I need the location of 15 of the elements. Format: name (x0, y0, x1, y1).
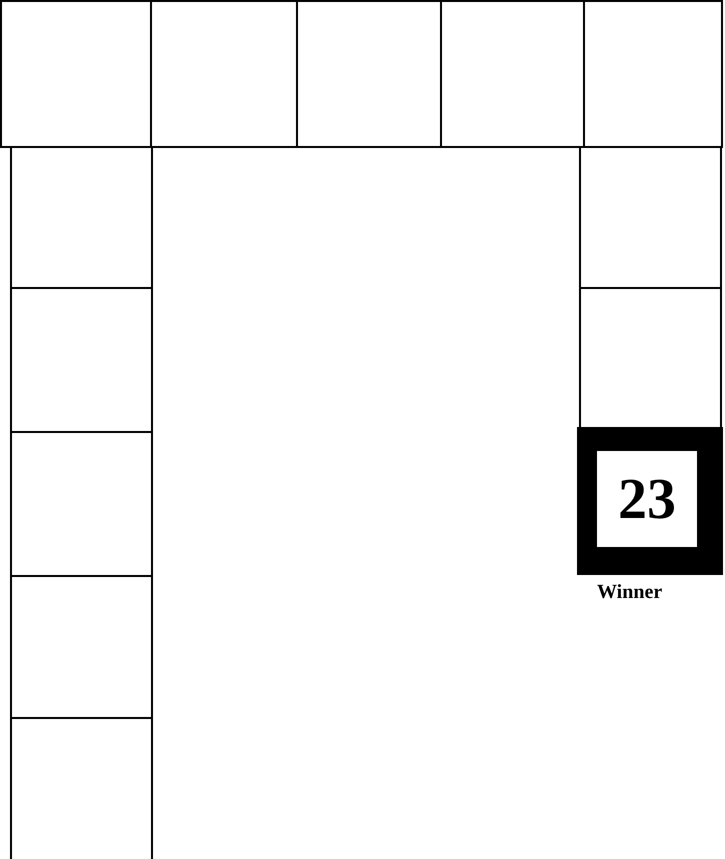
board-space (583, 0, 723, 148)
board-space (10, 431, 153, 577)
space-number: 23 (597, 451, 697, 547)
board-space (10, 287, 153, 433)
board-space (0, 0, 152, 148)
board-space (579, 146, 722, 289)
board-space (10, 575, 153, 719)
board-space (10, 146, 153, 289)
board-space (579, 287, 722, 429)
board-space (150, 0, 298, 148)
board-space (440, 0, 585, 148)
space-caption: Winner (597, 581, 662, 604)
board-space (10, 717, 153, 859)
board-space (296, 0, 442, 148)
winner-space (577, 427, 723, 575)
